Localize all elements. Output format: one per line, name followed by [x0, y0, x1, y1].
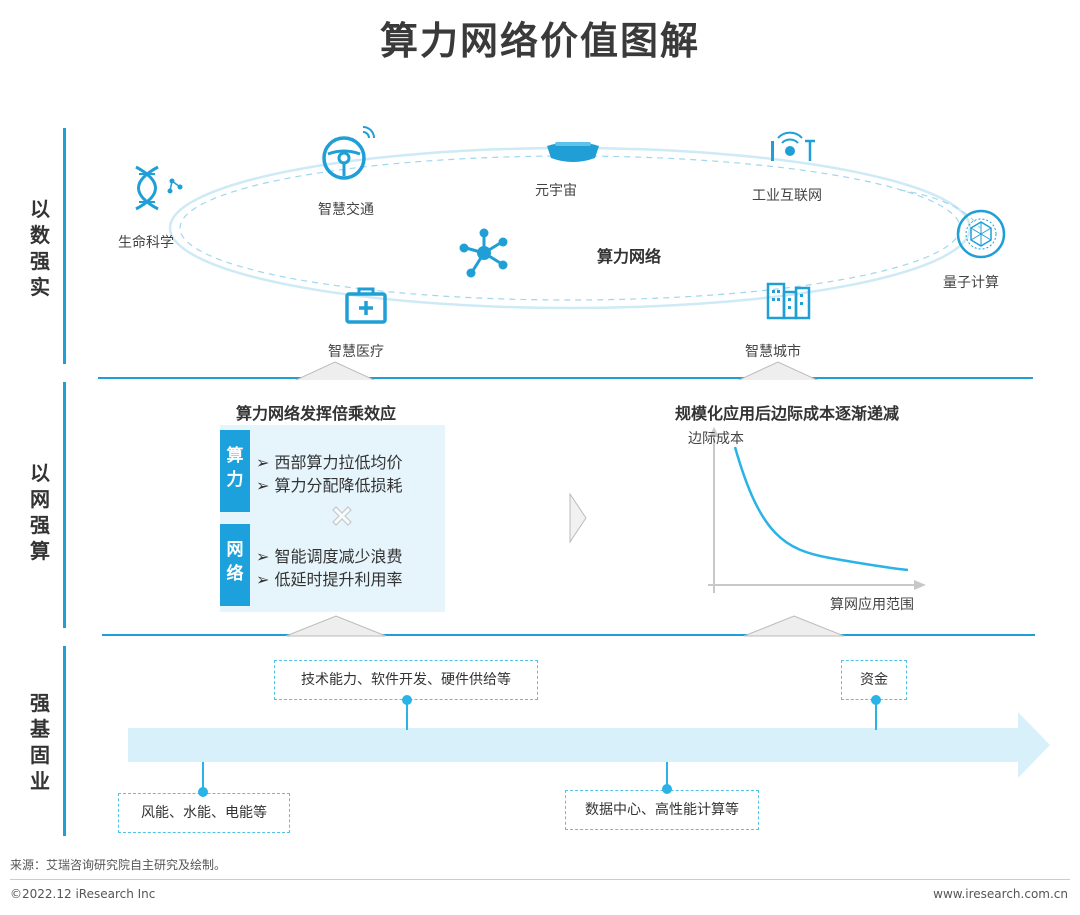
network-ellipse	[168, 146, 981, 380]
cost-curve	[733, 446, 909, 572]
network-item: ➢ 智能调度减少浪费	[256, 547, 403, 566]
chevron-right-icon	[569, 492, 587, 544]
multiply-icon	[332, 506, 352, 526]
node-label-smart-city: 智慧城市	[745, 344, 801, 360]
node-label-industrial-internet: 工业互联网	[752, 188, 822, 204]
network-hub-icon	[459, 228, 508, 278]
section-bar-middle	[63, 382, 66, 628]
section-label-top: 以数强实	[30, 197, 50, 299]
multiplier-title: 算力网络发挥倍乘效应	[236, 404, 397, 423]
x-axis-label: 算网应用范围	[830, 597, 914, 613]
steering-wheel-icon	[322, 126, 375, 180]
network-item: ➢ 低延时提升利用率	[256, 570, 403, 589]
website: www.iresearch.com.cn	[933, 887, 1068, 901]
source-note: 来源：艾瑞咨询研究院自主研究及绘制。	[10, 858, 227, 872]
datacenter-box: 数据中心、高性能计算等	[565, 790, 759, 830]
foundation-arrow	[128, 712, 1050, 778]
capability-box: 技术能力、软件开发、硬件供给等	[274, 660, 538, 700]
node-label-smart-medical: 智慧医疗	[328, 344, 384, 360]
vr-headset-icon	[547, 142, 599, 162]
section-label-bottom: 强基固业	[30, 691, 50, 793]
quantum-icon	[956, 209, 1006, 259]
compute-tag: 算力	[220, 430, 250, 512]
section-bar-bottom	[63, 646, 66, 836]
compute-item: ➢ 算力分配降低损耗	[256, 476, 403, 495]
section-bar-top	[63, 128, 66, 364]
marginal-cost-chart	[708, 427, 926, 593]
iot-icon	[771, 131, 815, 161]
node-label-metaverse: 元宇宙	[535, 183, 577, 199]
dna-icon	[135, 165, 183, 211]
node-label-quantum: 量子计算	[943, 275, 999, 291]
footer-divider	[10, 879, 1070, 880]
node-label-smart-traffic: 智慧交通	[318, 202, 374, 218]
divider-top	[98, 377, 1033, 379]
center-label: 算力网络	[597, 247, 662, 266]
page-title: 算力网络价值图解	[379, 19, 700, 63]
funding-box: 资金	[841, 660, 907, 700]
y-axis-label: 边际成本	[688, 431, 744, 447]
section-triangles	[285, 615, 845, 637]
marginal-cost-title: 规模化应用后边际成本逐渐递减	[675, 404, 900, 423]
copyright: ©2022.12 iResearch Inc	[10, 887, 156, 901]
medical-kit-icon	[345, 287, 387, 324]
node-label-life-science: 生命科学	[118, 235, 174, 251]
multiplier-panel	[220, 425, 445, 612]
energy-box: 风能、水能、电能等	[118, 793, 290, 833]
network-tag: 网络	[220, 524, 250, 606]
section-label-middle: 以网强算	[30, 461, 50, 563]
city-buildings-icon	[766, 282, 811, 320]
compute-item: ➢ 西部算力拉低均价	[256, 453, 403, 472]
divider-bottom	[102, 634, 1035, 636]
